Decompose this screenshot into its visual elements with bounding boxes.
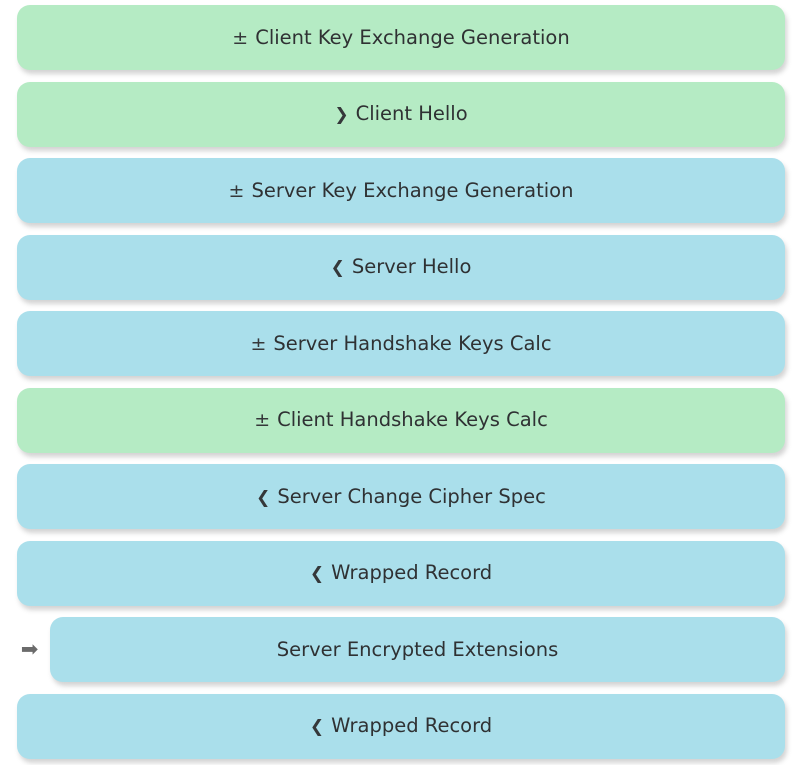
timeline-pill-server[interactable]: ❮ Server Change Cipher Spec [17, 464, 785, 529]
timeline-pill-content: Server Encrypted Extensions [277, 640, 559, 660]
timeline-row[interactable]: ❯ Client Hello [0, 81, 800, 147]
timeline-row-label: Client Key Exchange Generation [255, 25, 570, 49]
plus-minus-icon: ± [254, 409, 271, 431]
current-step-arrow-icon: ➡ [20, 637, 39, 661]
timeline-row-label: Server Handshake Keys Calc [273, 331, 552, 355]
timeline-pill-content: ± Client Handshake Keys Calc [254, 410, 548, 430]
timeline-row[interactable]: ❮ Server Hello [0, 234, 800, 300]
timeline-row-label: Server Encrypted Extensions [276, 637, 559, 661]
timeline-row[interactable]: ❮ Wrapped Record [0, 540, 800, 606]
timeline-pill-content: ± Server Key Exchange Generation [228, 178, 574, 202]
timeline-pill-server[interactable]: ❮ Server Hello [17, 234, 785, 300]
plus-minus-icon: ± [232, 26, 249, 49]
timeline-pill-server[interactable]: ± Server Handshake Keys Calc [17, 311, 785, 376]
timeline-row[interactable]: ➡ Server Encrypted Extensions [0, 617, 800, 682]
timeline-row[interactable]: ± Server Key Exchange Generation [0, 158, 800, 223]
timeline-row-label: Wrapped Record [331, 561, 493, 584]
chevron-left-icon: ❮ [330, 258, 345, 278]
chevron-right-icon: ❯ [334, 105, 349, 125]
timeline-row-label: Server Hello [351, 255, 472, 278]
timeline-pill-content: ± Client Key Exchange Generation [232, 25, 570, 49]
timeline-row-label: Server Change Cipher Spec [277, 484, 546, 508]
timeline-pill-server[interactable]: ❮ Wrapped Record [17, 540, 785, 606]
timeline-pill-client[interactable]: ❯ Client Hello [17, 81, 785, 147]
plus-minus-icon: ± [228, 179, 245, 202]
timeline-pill-content: ❮ Wrapped Record [310, 563, 492, 583]
chevron-left-icon: ❮ [256, 487, 271, 508]
timeline-pill-server[interactable]: ❮ Wrapped Record [17, 693, 785, 759]
timeline-row-label: Client Handshake Keys Calc [277, 408, 548, 431]
timeline-pill-content: ❮ Server Hello [331, 257, 472, 277]
chevron-left-icon: ❮ [309, 564, 325, 584]
timeline-pill-server[interactable]: ± Server Key Exchange Generation [17, 158, 785, 223]
timeline-row[interactable]: ± Server Handshake Keys Calc [0, 311, 800, 376]
timeline-pill-content: ❮ Server Change Cipher Spec [256, 484, 546, 508]
timeline-row-label: Wrapped Record [331, 714, 493, 737]
plus-minus-icon: ± [250, 332, 267, 355]
timeline-pill-content: ± Server Handshake Keys Calc [250, 331, 552, 355]
timeline-row[interactable]: ± Client Handshake Keys Calc [0, 387, 800, 453]
timeline-row[interactable]: ± Client Key Exchange Generation [0, 5, 800, 70]
timeline-pill-client[interactable]: ± Client Key Exchange Generation [17, 5, 785, 70]
timeline-pill-content: ❯ Client Hello [334, 104, 467, 124]
timeline-row-label: Client Hello [355, 102, 468, 125]
timeline-row[interactable]: ❮ Wrapped Record [0, 693, 800, 759]
timeline-pill-content: ❮ Wrapped Record [310, 716, 492, 736]
chevron-left-icon: ❮ [309, 717, 325, 737]
timeline-row[interactable]: ❮ Server Change Cipher Spec [0, 464, 800, 529]
timeline-row-label: Server Key Exchange Generation [251, 178, 574, 202]
timeline-pill-server[interactable]: Server Encrypted Extensions [50, 617, 785, 682]
timeline-pill-client[interactable]: ± Client Handshake Keys Calc [17, 387, 785, 453]
